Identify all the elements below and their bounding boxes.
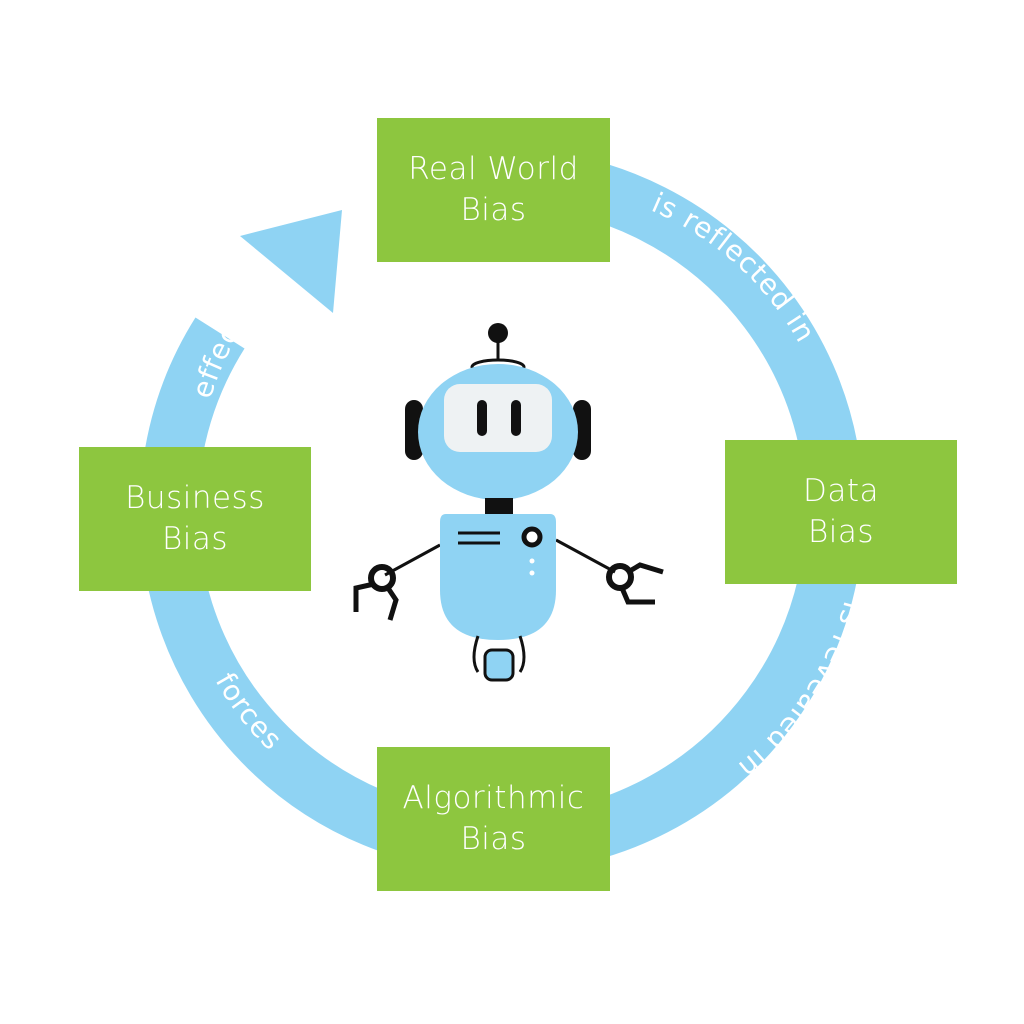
business-bias-line2: Bias <box>161 521 229 557</box>
algorithmic-bias-box: Algorithmic Bias <box>377 747 610 891</box>
real-world-bias-line1: Real World <box>408 151 579 187</box>
cycle-arrowhead <box>240 210 342 313</box>
real-world-bias-line2: Bias <box>460 192 527 228</box>
business-bias-box: Business Bias <box>79 447 311 591</box>
algorithmic-bias-line1: Algorithmic <box>402 780 585 816</box>
cycle-arc <box>139 149 864 873</box>
business-bias-line1: Business <box>125 480 265 516</box>
data-bias-line1: Data <box>802 473 880 509</box>
label-is-reflected-in: is reflected in <box>647 186 822 348</box>
robot-icon <box>353 323 664 682</box>
real-world-bias-box: Real World Bias <box>377 118 610 262</box>
data-bias-box: Data Bias <box>725 440 957 584</box>
algorithmic-bias-line2: Bias <box>460 821 527 857</box>
data-bias-line2: Bias <box>807 514 875 550</box>
